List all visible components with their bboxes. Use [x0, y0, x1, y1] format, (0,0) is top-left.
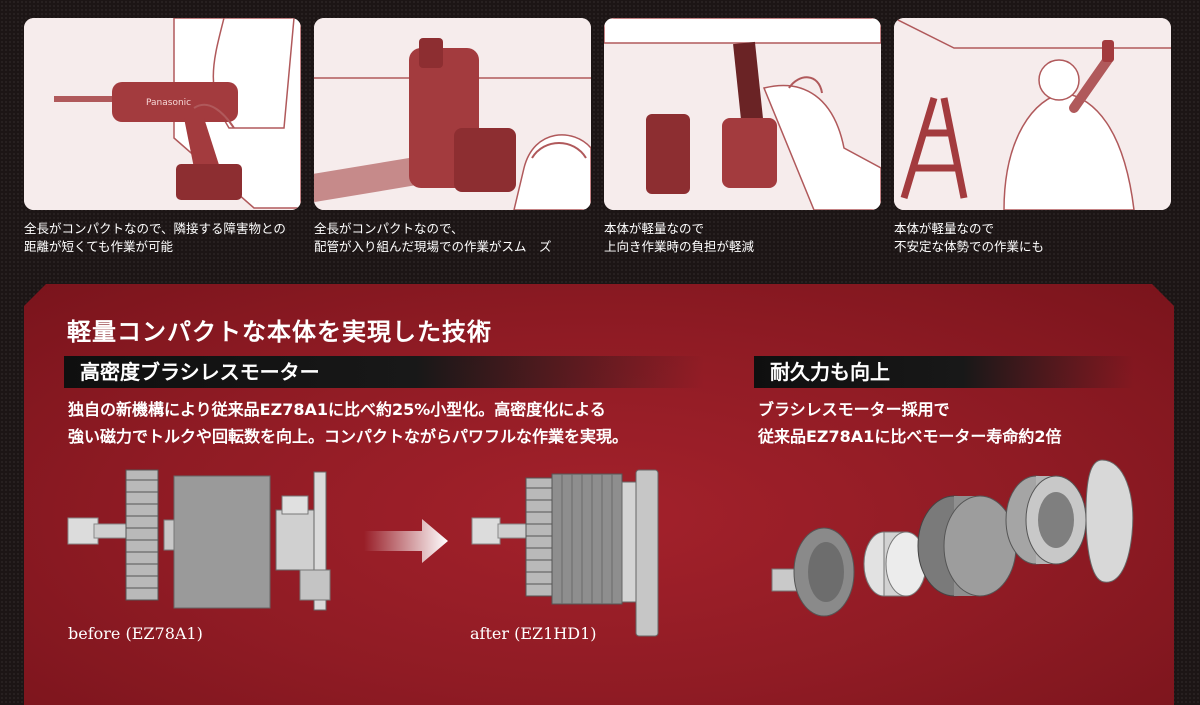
brand-logo: Panasonic — [146, 98, 191, 108]
caption-3: 本体が軽量なので 上向き作業時の負担が軽減 — [604, 220, 894, 255]
caption-2-line2: 配管が入り組んだ現場での作業がスム ズ — [314, 238, 552, 254]
motor-heading-bar: 高密度ブラシレスモーター — [64, 356, 704, 388]
motor-description-line1: 独自の新機構により従来品EZ78A1に比べ約25%小型化。高密度化による — [68, 400, 606, 419]
before-label: before (EZ78A1) — [68, 624, 203, 643]
caption-4: 本体が軽量なので 不安定な体勢での作業にも — [894, 220, 1184, 255]
durability-description-line1: ブラシレスモーター採用で — [758, 400, 950, 419]
ladder-work-illustration — [894, 18, 1171, 210]
durability-description-line2: 従来品EZ78A1に比べモーター寿命約2倍 — [758, 427, 1062, 446]
durability-heading: 耐久力も向上 — [770, 360, 890, 384]
caption-1-line1: 全長がコンパクトなので、隣接する障害物との — [24, 221, 286, 236]
caption-1: 全長がコンパクトなので、隣接する障害物との 距離が短くても作業が可能 — [24, 220, 314, 255]
caption-4-line2: 不安定な体勢での作業にも — [894, 238, 1045, 254]
durability-description: ブラシレスモーター採用で 従来品EZ78A1に比べモーター寿命約2倍 — [758, 396, 1061, 450]
illustration-panel-4 — [894, 18, 1171, 210]
illustration-panel-1: Panasonic — [24, 18, 301, 210]
after-motor-illustration — [471, 469, 659, 637]
caption-4-line1: 本体が軽量なので — [894, 221, 995, 236]
caption-2-line1: 全長がコンパクトなので、 — [314, 221, 464, 236]
caption-1-line2: 距離が短くても作業が可能 — [24, 238, 174, 254]
illustration-panel-3 — [604, 18, 881, 210]
motor-description: 独自の新機構により従来品EZ78A1に比べ約25%小型化。高密度化による 強い磁… — [68, 396, 628, 450]
arrow-right-icon — [364, 519, 448, 563]
overhead-pipes-illustration — [314, 18, 591, 210]
motor-heading: 高密度ブラシレスモーター — [80, 360, 320, 384]
after-label: after (EZ1HD1) — [470, 624, 597, 643]
caption-3-line1: 本体が軽量なので — [604, 221, 705, 236]
illustration-panel-2 — [314, 18, 591, 210]
motor-description-line2: 強い磁力でトルクや回転数を向上。コンパクトながらパワフルな作業を実現。 — [68, 427, 629, 446]
upward-drilling-illustration — [604, 18, 881, 210]
drill-user-illustration: Panasonic — [24, 18, 301, 210]
durability-heading-bar: 耐久力も向上 — [754, 356, 1134, 388]
before-motor-illustration — [67, 469, 331, 611]
feature-title: 軽量コンパクトな本体を実現した技術 — [67, 318, 492, 346]
exploded-motor-illustration — [771, 459, 1134, 617]
feature-card: 軽量コンパクトな本体を実現した技術 高密度ブラシレスモーター 独自の新機構により… — [24, 284, 1174, 705]
caption-3-line2: 上向き作業時の負担が軽減 — [604, 238, 755, 254]
caption-2: 全長がコンパクトなので、 配管が入り組んだ現場での作業がスム ズ — [314, 220, 604, 255]
